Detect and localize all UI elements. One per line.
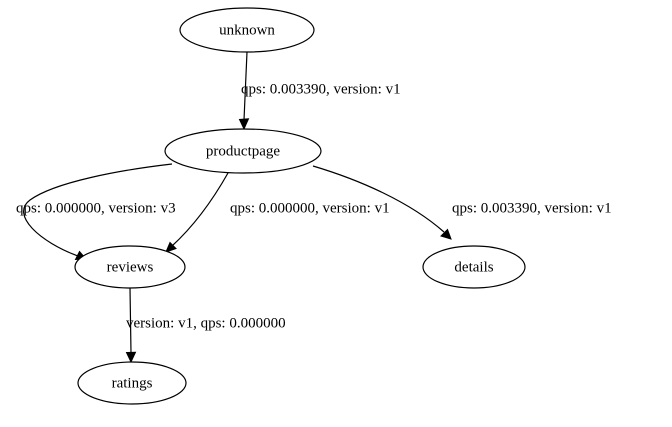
node-unknown[interactable]: unknown: [179, 7, 315, 53]
edge-line-unknown-productpage: [243, 51, 248, 121]
node-label-details: details: [454, 259, 493, 275]
edge-reviews-ratings-v1[interactable]: [125, 287, 137, 364]
arrowhead-productpage-from-unknown: [238, 118, 250, 131]
node-ratings[interactable]: ratings: [77, 361, 187, 405]
arrowhead-details-from-productpage: [440, 228, 452, 240]
edge-productpage-reviews-v1[interactable]: [165, 172, 229, 253]
edge-label-productpage-reviews-v1: qps: 0.000000, version: v1: [230, 200, 390, 216]
edge-label-productpage-details-v1: qps: 0.003390, version: v1: [452, 200, 612, 216]
edge-line-reviews-ratings: [129, 287, 132, 354]
node-shape-ratings: [77, 361, 187, 405]
node-shape-unknown: [179, 7, 315, 53]
node-shape-details: [422, 245, 526, 289]
node-label-ratings: ratings: [112, 375, 153, 391]
edge-line-productpage-reviews-v1: [171, 172, 229, 247]
node-label-unknown: unknown: [219, 22, 275, 38]
arrowhead-ratings-from-reviews: [125, 351, 137, 364]
node-shape-productpage: [164, 128, 322, 174]
edge-line-productpage-reviews-v3: [23, 163, 173, 257]
edge-label-productpage-reviews-v3: qps: 0.000000, version: v3: [16, 200, 176, 216]
edge-line-productpage-details-v1: [312, 165, 445, 233]
edge-unknown-productpage[interactable]: [238, 51, 250, 131]
arrowhead-reviews-from-productpage-v1: [165, 241, 177, 253]
node-details[interactable]: details: [422, 245, 526, 289]
edge-productpage-details-v1[interactable]: [312, 165, 452, 240]
edge-label-unknown-productpage: qps: 0.003390, version: v1: [241, 81, 401, 97]
edge-label-reviews-ratings-v1: version: v1, qps: 0.000000: [126, 315, 286, 331]
node-label-reviews: reviews: [107, 259, 154, 275]
node-label-productpage: productpage: [206, 143, 280, 159]
node-reviews[interactable]: reviews: [74, 245, 186, 289]
node-productpage[interactable]: productpage: [164, 128, 322, 174]
node-shape-reviews: [74, 245, 186, 289]
